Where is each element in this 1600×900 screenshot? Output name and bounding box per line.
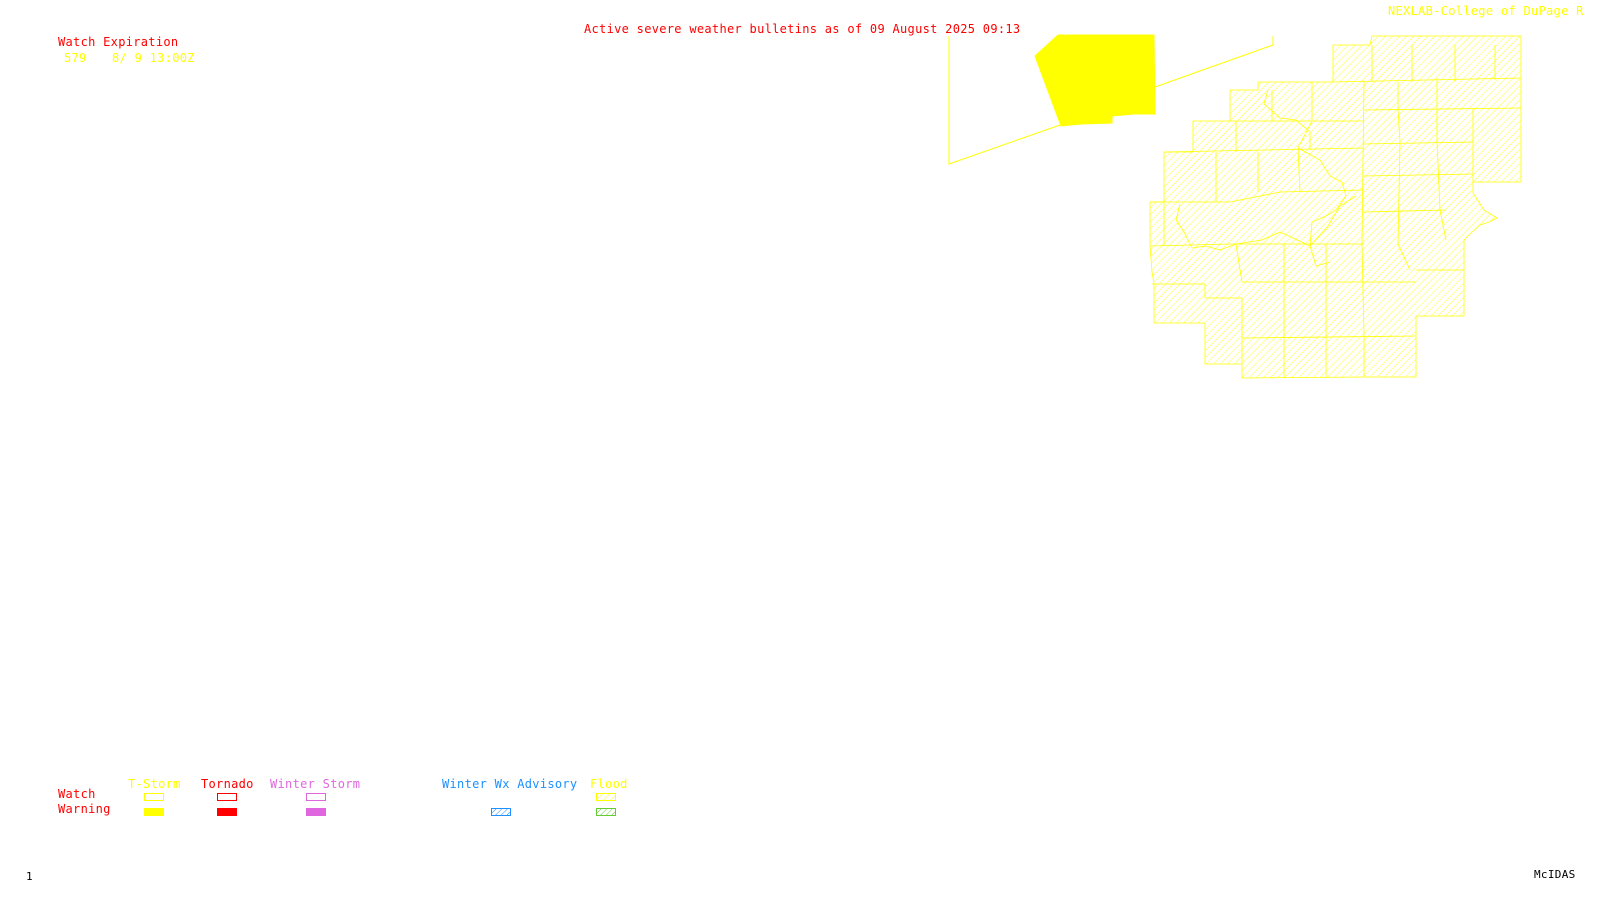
watch-outline xyxy=(948,36,1274,165)
flood-watch-swatch xyxy=(596,793,616,801)
legend-tstorm-label: T-Storm xyxy=(128,777,181,791)
software-label: McIDAS xyxy=(1534,868,1576,881)
winter-advisory-swatch xyxy=(491,808,511,816)
legend-winter-storm-label: Winter Storm xyxy=(270,777,361,791)
legend-watch-row-label: Watch xyxy=(58,787,96,801)
legend-warning-row-label: Warning xyxy=(58,802,111,816)
flood-hatched-counties xyxy=(1149,35,1522,379)
watch-expiration-time: 8/ 9 13:00Z xyxy=(112,51,195,65)
legend-flood-label: Flood xyxy=(590,777,628,791)
tstorm-warning-swatch xyxy=(144,808,164,816)
frame-number: 1 xyxy=(26,870,33,883)
legend-winter-advisory-label: Winter Wx Advisory xyxy=(442,777,578,791)
map-title: Active severe weather bulletins as of 09… xyxy=(584,22,1021,36)
winter-storm-watch-swatch xyxy=(306,793,326,801)
watch-expiration-heading: Watch Expiration xyxy=(58,35,179,49)
winter-storm-warning-swatch xyxy=(306,808,326,816)
tornado-watch-swatch xyxy=(217,793,237,801)
legend-tornado-label: Tornado xyxy=(201,777,254,791)
tstorm-watch-swatch xyxy=(144,793,164,801)
tornado-warning-swatch xyxy=(217,808,237,816)
credit-label: NEXLAB-College of DuPage R xyxy=(1388,4,1584,18)
watch-number: 579 xyxy=(64,51,87,65)
flood-warning-swatch xyxy=(596,808,616,816)
tstorm-warning-polygon xyxy=(1034,34,1156,127)
